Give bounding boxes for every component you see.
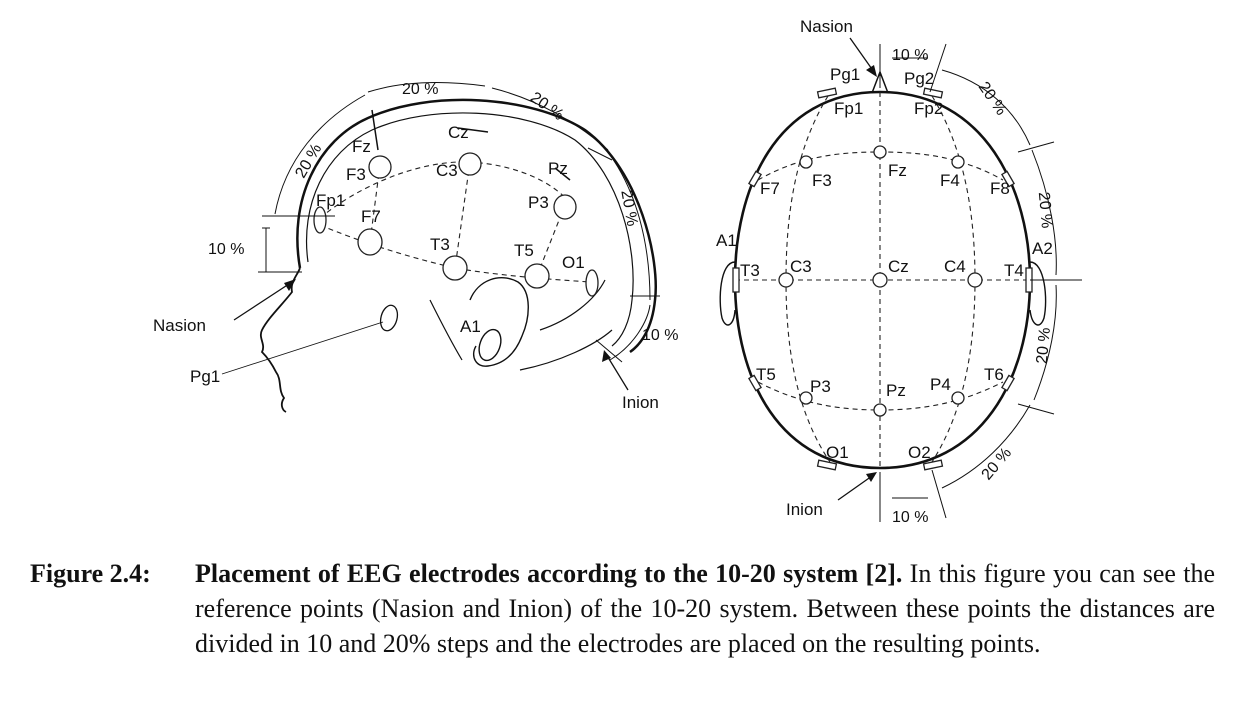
side-measurement-arcs	[233, 82, 660, 391]
top-a2-label: A2	[1032, 239, 1053, 258]
top-o2-label: O2	[908, 443, 931, 462]
top-fp1-label: Fp1	[834, 99, 863, 118]
caption-body: Placement of EEG electrodes according to…	[195, 556, 1215, 661]
side-c3-label: C3	[436, 161, 458, 180]
top-pz-label: Pz	[886, 381, 906, 400]
top-t4-label: T4	[1004, 261, 1024, 280]
eeg-10-20-diagram: Nasion Inion Pg1 A1 Fp1 F7 F3 Fz Cz C3 P…	[153, 17, 1082, 526]
top-fz-label: Fz	[888, 161, 907, 180]
top-f3-label: F3	[812, 171, 832, 190]
side-fz-label: Fz	[352, 137, 371, 156]
top-percent-10-front: 10 %	[892, 47, 928, 64]
top-c3-label: C3	[790, 257, 812, 276]
side-percent-20-b: 20 %	[402, 81, 438, 98]
side-a1-label: A1	[460, 317, 481, 336]
side-cz-label: Cz	[448, 123, 469, 142]
side-t3-label: T3	[430, 235, 450, 254]
side-inion-label: Inion	[622, 393, 659, 412]
caption-title: Placement of EEG electrodes according to…	[195, 559, 903, 588]
top-c4-label: C4	[944, 257, 966, 276]
top-pg1-label: Pg1	[830, 65, 860, 84]
side-p3-label: P3	[528, 193, 549, 212]
side-t5-label: T5	[514, 241, 534, 260]
top-o1-label: O1	[826, 443, 849, 462]
caption-text: In this figure you can see the reference…	[195, 559, 1215, 658]
top-t6-label: T6	[984, 365, 1004, 384]
top-measurement-arcs	[837, 37, 1082, 522]
side-percent-10-front: 10 %	[208, 241, 244, 258]
top-percent-20-a: 20 %	[975, 79, 1010, 119]
side-percent-20-d: 20 %	[617, 189, 640, 228]
side-fp1-label: Fp1	[316, 191, 345, 210]
side-pz-label: Pz	[548, 159, 568, 178]
side-f3-label: F3	[346, 165, 366, 184]
top-f8-label: F8	[990, 179, 1010, 198]
top-percent-20-c: 20 %	[1034, 327, 1054, 365]
top-p4-label: P4	[930, 375, 951, 394]
side-f7-label: F7	[361, 207, 381, 226]
top-f4-label: F4	[940, 171, 960, 190]
side-view-head	[221, 98, 657, 413]
figure-number: Figure 2.4:	[30, 559, 151, 588]
top-cz-label: Cz	[888, 257, 909, 276]
side-o1-label: O1	[562, 253, 585, 272]
top-t5-label: T5	[756, 365, 776, 384]
top-inion-label: Inion	[786, 500, 823, 519]
top-f7-label: F7	[760, 179, 780, 198]
side-electrodes	[313, 109, 599, 297]
side-pg1-label: Pg1	[190, 367, 220, 386]
top-pg2-label: Pg2	[904, 69, 934, 88]
top-t3-label: T3	[740, 261, 760, 280]
side-nasion-label: Nasion	[153, 316, 206, 335]
side-percent-10-back: 10 %	[642, 327, 678, 344]
top-p3-label: P3	[810, 377, 831, 396]
top-electrodes	[732, 87, 1033, 471]
top-nasion-label: Nasion	[800, 17, 853, 36]
figure-caption: Figure 2.4: Placement of EEG electrodes …	[30, 556, 1215, 661]
side-percent-20-a: 20 %	[292, 141, 325, 181]
top-percent-20-b: 20 %	[1035, 191, 1055, 229]
top-percent-10-back: 10 %	[892, 509, 928, 526]
top-a1-label: A1	[716, 231, 737, 250]
top-fp2-label: Fp2	[914, 99, 943, 118]
top-percent-20-d: 20 %	[979, 445, 1015, 484]
